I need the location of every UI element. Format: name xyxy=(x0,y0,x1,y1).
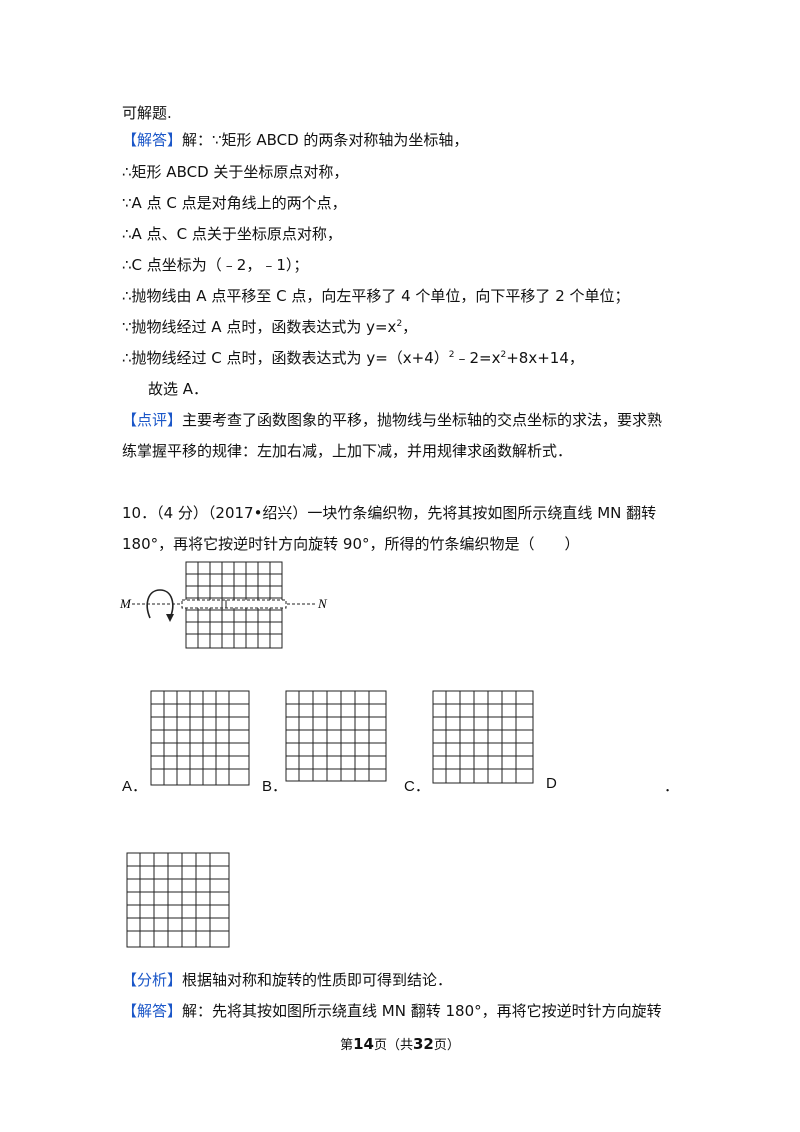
footer-pre: 第 xyxy=(340,1038,354,1053)
text-line-5: ∴C 点坐标为（﹣2，﹣1）； xyxy=(122,256,309,274)
text-line-0: 可解题. xyxy=(122,104,172,122)
footer-page-number: 14 xyxy=(353,1035,374,1053)
option-c-label[interactable]: C． xyxy=(404,778,430,795)
rotate-arrow-icon xyxy=(146,589,174,622)
analysis-text: 根据轴对称和旋转的性质即可得到结论． xyxy=(182,971,453,989)
text-line-6: ∴抛物线由 A 点平移至 C 点，向左平移了 4 个单位，向下平移了 2 个单位… xyxy=(122,287,630,305)
text-line-8: ∴抛物线经过 C 点时，函数表达式为 y=（x+4）2﹣2=x2+8x+14， xyxy=(122,348,584,368)
option-d-label[interactable]: D xyxy=(546,775,557,792)
exponent: 2 xyxy=(500,350,507,360)
weave-main xyxy=(181,561,287,649)
analysis-line: 【分析】根据轴对称和旋转的性质即可得到结论． xyxy=(122,970,452,990)
formula-part: ﹣2=x xyxy=(454,349,501,367)
question-line-1: 10．（4 分）（2017•绍兴）一块竹条编织物，先将其按如图所示绕直线 MN … xyxy=(122,504,657,522)
text-line-9: 故选 A． xyxy=(148,380,209,398)
main-figure: M N xyxy=(119,561,328,649)
page-footer: 第14页（共32页） xyxy=(0,1034,800,1053)
exponent: 2 xyxy=(396,319,403,329)
option-d-dot: ． xyxy=(664,778,680,795)
formula-part: ∵抛物线经过 A 点时，函数表达式为 y=x xyxy=(122,318,397,336)
answer-tag-2: 【解答】 xyxy=(122,1002,183,1020)
footer-post: 页） xyxy=(433,1038,460,1053)
question-line-2: 180°，再将它按逆时针方向旋转 90°，所得的竹条编织物是（ ） xyxy=(122,535,580,553)
comment-line: 【点评】主要考查了函数图象的平移，抛物线与坐标轴的交点坐标的求法，要求熟 xyxy=(122,410,662,430)
text-line-3: ∵A 点 C 点是对角线上的两个点， xyxy=(122,194,347,212)
formula-part: +8x+14， xyxy=(506,349,584,367)
analysis-tag: 【分析】 xyxy=(122,971,183,989)
option-a-figure xyxy=(150,690,250,786)
footer-total-pages: 32 xyxy=(413,1035,434,1053)
footer-mid: 页（共 xyxy=(373,1038,413,1053)
answer-line-2: 【解答】解：先将其按如图所示绕直线 MN 翻转 180°，再将它按逆时针方向旋转 xyxy=(122,1001,662,1021)
n-label: N xyxy=(317,596,328,611)
option-a-label[interactable]: A． xyxy=(122,778,148,795)
text-line-11: 练掌握平移的规律：左加右减，上加下减，并用规律求函数解析式． xyxy=(122,442,573,460)
answer-tag: 【解答】 xyxy=(122,131,183,149)
answer-text-2: 解：先将其按如图所示绕直线 MN 翻转 180°，再将它按逆时针方向旋转 xyxy=(182,1002,662,1020)
option-b-figure xyxy=(285,690,387,782)
m-label: M xyxy=(119,596,132,611)
answer-line-1: 【解答】解：∵矩形 ABCD 的两条对称轴为坐标轴， xyxy=(122,130,468,150)
option-c-figure xyxy=(432,690,534,784)
answer-text: 解：∵矩形 ABCD 的两条对称轴为坐标轴， xyxy=(182,131,469,149)
option-d-figure xyxy=(126,852,230,948)
comment-tag: 【点评】 xyxy=(122,411,183,429)
comment-text: 主要考查了函数图象的平移，抛物线与坐标轴的交点坐标的求法，要求熟 xyxy=(182,411,663,429)
exponent: 2 xyxy=(448,350,455,360)
text-line-4: ∴A 点、C 点关于坐标原点对称， xyxy=(122,225,342,243)
option-b-label[interactable]: B． xyxy=(262,778,288,795)
formula-part: ， xyxy=(402,318,418,336)
text-line-7: ∵抛物线经过 A 点时，函数表达式为 y=x2， xyxy=(122,317,417,337)
text-line-2: ∴矩形 ABCD 关于坐标原点对称， xyxy=(122,163,349,181)
formula-part: ∴抛物线经过 C 点时，函数表达式为 y=（x+4） xyxy=(122,349,449,367)
